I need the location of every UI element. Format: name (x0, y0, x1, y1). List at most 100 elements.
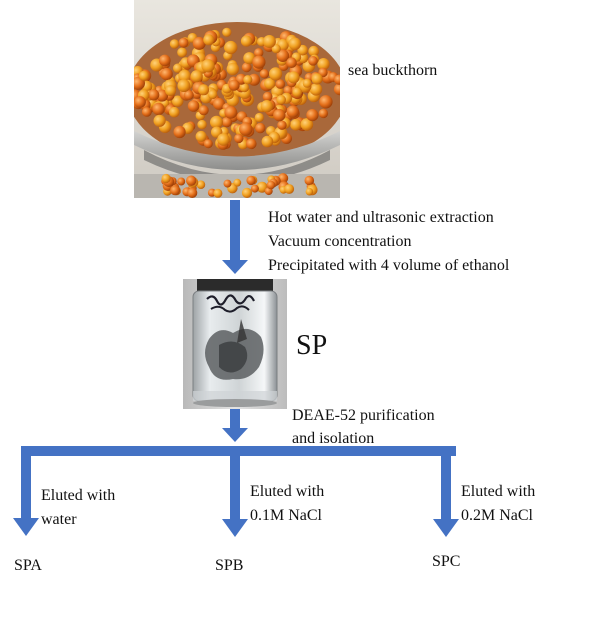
berry (177, 79, 191, 93)
intermediate-label: SP (296, 330, 328, 361)
berry (221, 116, 233, 128)
branch-condition-spc: Eluted with 0.2M NaCl (461, 480, 535, 528)
arrow-shaft-purification (230, 409, 240, 430)
berry (153, 114, 166, 127)
berry (172, 95, 184, 107)
berry (169, 106, 180, 118)
berry (187, 187, 198, 198)
berry (223, 179, 232, 188)
condition-line: Eluted with (461, 483, 536, 500)
berry (250, 184, 259, 193)
branch-shaft-spa (21, 446, 31, 521)
berry (177, 47, 187, 58)
berry (173, 63, 183, 73)
berry (186, 175, 197, 186)
purification-step-line: DEAE-52 purification (292, 407, 435, 424)
berry (178, 69, 191, 83)
berry (138, 70, 150, 81)
berry (178, 37, 189, 48)
berry (213, 188, 223, 198)
berry (276, 95, 286, 105)
condition-line: Eluted with (41, 487, 116, 504)
berry (177, 177, 186, 186)
berry (196, 180, 206, 189)
berry (239, 82, 250, 93)
arrow-head-purification (222, 428, 248, 442)
berry (261, 135, 274, 148)
jar-photo-icon (183, 279, 287, 409)
berry (309, 83, 323, 96)
berry (308, 56, 318, 66)
berry (256, 181, 268, 193)
berry (292, 87, 302, 97)
berry (170, 185, 181, 196)
branch-head-spb (222, 519, 248, 537)
berry (311, 73, 323, 85)
berry (228, 79, 240, 91)
berry (207, 89, 218, 100)
berry (266, 180, 276, 190)
berry (198, 105, 209, 116)
berry (297, 44, 308, 56)
berry (284, 184, 295, 194)
berry (304, 175, 315, 186)
product-spa: SPA (14, 557, 42, 574)
purification-steps: DEAE-52 purification and isolation (292, 404, 435, 450)
berry (241, 187, 253, 198)
berry (141, 107, 152, 117)
product-spc: SPC (432, 553, 461, 570)
berry (290, 119, 302, 131)
berry (288, 37, 302, 51)
berries-photo-icon (134, 0, 340, 198)
berry (217, 133, 230, 146)
berry (233, 178, 242, 187)
berry (287, 71, 300, 84)
berry (187, 100, 200, 112)
berry (306, 109, 319, 122)
berry (224, 40, 238, 55)
berry (156, 89, 169, 102)
arrow-shaft-extraction (230, 200, 240, 263)
purification-step-line: and isolation (292, 430, 375, 447)
sea-buckthorn-photo (134, 0, 340, 198)
berry (197, 119, 207, 130)
berry (317, 58, 330, 71)
berry (334, 74, 340, 85)
berry (243, 52, 256, 65)
condition-line: water (41, 511, 77, 528)
branch-shaft-spb (230, 446, 240, 522)
product-spb: SPB (215, 557, 244, 574)
berry (318, 108, 329, 119)
branch-head-spa (13, 518, 39, 536)
berry (271, 44, 281, 54)
berry (286, 57, 297, 68)
berry (300, 118, 314, 131)
extraction-step-line: Hot water and ultrasonic extraction (268, 209, 494, 226)
berry (201, 59, 215, 73)
berry (269, 67, 283, 81)
berry (246, 175, 256, 186)
berry (243, 75, 253, 85)
berry (239, 122, 253, 136)
source-label: sea buckthorn (348, 62, 438, 79)
berry (203, 34, 215, 46)
extraction-step-line: Vacuum concentration (268, 233, 412, 250)
berry (148, 89, 160, 101)
berry (210, 115, 223, 129)
berry (275, 79, 286, 89)
berry (161, 173, 171, 184)
berry (264, 78, 276, 90)
berry (169, 39, 180, 49)
extraction-step-line: Precipitated with 4 volume of ethanol (268, 257, 510, 274)
condition-line: 0.1M NaCl (250, 507, 322, 524)
berry (273, 108, 286, 122)
berry (195, 130, 207, 142)
berry (203, 139, 213, 149)
berry (308, 45, 319, 57)
berry (190, 70, 203, 83)
berry (319, 95, 333, 109)
berry (226, 62, 239, 76)
berry (276, 49, 290, 62)
extraction-steps: Hot water and ultrasonic extraction Vacu… (268, 206, 509, 278)
